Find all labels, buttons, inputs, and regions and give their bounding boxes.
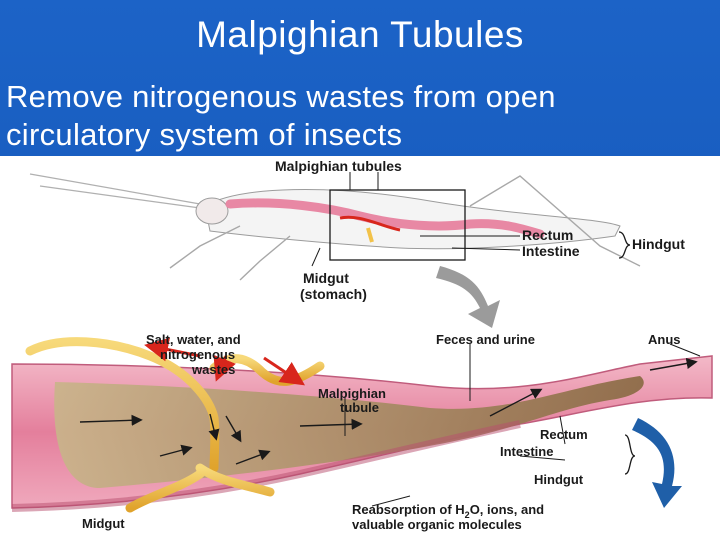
label-rectum-bottom: Rectum bbox=[540, 427, 588, 442]
label-salt-line2: nitrogenous bbox=[160, 347, 235, 362]
label-stomach-top: (stomach) bbox=[300, 286, 367, 302]
label-intestine-bottom: Intestine bbox=[500, 444, 553, 459]
zoom-box bbox=[329, 189, 466, 261]
label-tubule-line1: Malpighian bbox=[318, 386, 386, 401]
label-midgut-bottom: Midgut bbox=[82, 516, 125, 531]
label-malpighian-tubules: Malpighian tubules bbox=[275, 158, 402, 174]
label-salt-line3: wastes bbox=[191, 362, 235, 377]
zoom-arrow bbox=[436, 266, 500, 328]
insect-excretion-figure: Malpighian tubules Rectum Intestine Hind… bbox=[0, 156, 720, 540]
label-tubule-line2: tubule bbox=[340, 400, 379, 415]
label-intestine-top: Intestine bbox=[522, 243, 580, 259]
gut-section-drawing bbox=[11, 332, 713, 537]
label-anus: Anus bbox=[648, 332, 681, 347]
label-rectum-top: Rectum bbox=[522, 227, 573, 243]
label-feces-urine: Feces and urine bbox=[436, 332, 535, 347]
label-midgut-top: Midgut bbox=[303, 270, 349, 286]
label-reabsorption-line2: valuable organic molecules bbox=[352, 517, 522, 532]
label-hindgut-top: Hindgut bbox=[632, 236, 685, 252]
diagram-canvas: Malpighian tubules Rectum Intestine Hind… bbox=[11, 158, 713, 537]
label-hindgut-bottom: Hindgut bbox=[534, 472, 584, 487]
label-salt-line1: Salt, water, and bbox=[146, 332, 241, 347]
reabsorption-arrow bbox=[632, 418, 682, 508]
slide-title: Malpighian Tubules bbox=[196, 14, 524, 55]
grasshopper-drawing bbox=[29, 172, 641, 281]
label-reabsorption-line1: Reabsorption of H2O, ions, and bbox=[352, 502, 544, 520]
hindgut-brace-top bbox=[618, 231, 631, 259]
slide-subtitle: Remove nitrogenous wastes from open circ… bbox=[6, 79, 556, 152]
